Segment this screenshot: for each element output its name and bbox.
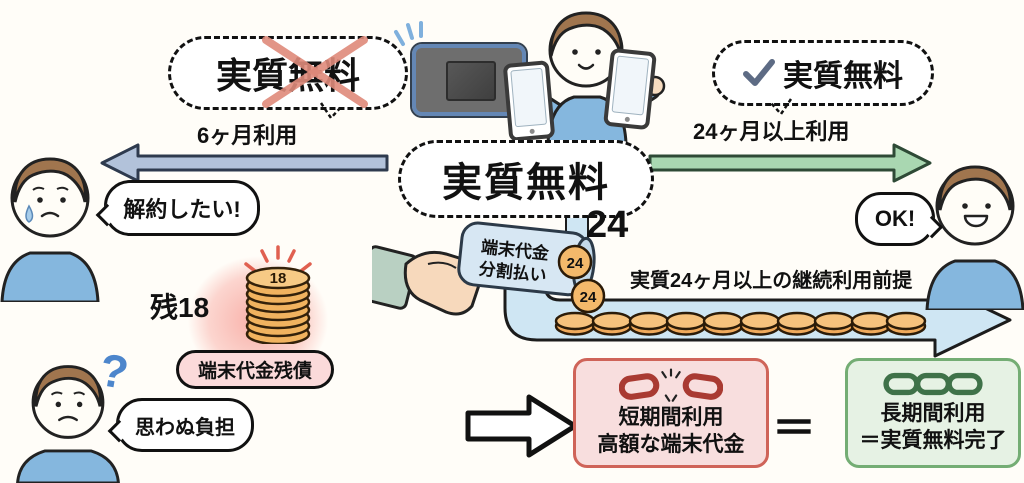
sparkle-icon <box>394 21 423 46</box>
falling-coin-1: 24 <box>557 244 593 280</box>
short-term-line2: 高額な端末代金 <box>597 433 745 457</box>
long-term-box: 長期間利用 ＝実質無料完了 <box>845 358 1021 468</box>
phone-screen <box>510 67 548 128</box>
arrow-left-6months <box>100 143 389 183</box>
right-arrow-label: 24ヶ月以上利用 <box>693 119 850 144</box>
person-happy-right <box>925 165 1024 310</box>
broken-chain-icon <box>619 368 723 402</box>
arrow-right-24months <box>648 143 932 183</box>
long-term-line1: 長期間利用 <box>880 402 986 425</box>
hand-with-jar: 端末代金 分割払い 24 24 <box>372 221 606 316</box>
smartphone-left <box>502 60 556 142</box>
left-arrow-label: 6ヶ月利用 <box>197 123 298 148</box>
coin-top-number: 18 <box>270 270 287 287</box>
big-24-number: 24 <box>586 204 629 246</box>
badge-crossed-free: 実質無料 <box>168 36 408 110</box>
svg-text:24: 24 <box>567 255 584 272</box>
thumb-line <box>427 261 457 269</box>
badge-checked-free: 実質無料 <box>712 40 934 106</box>
short-term-box: 短期間利用 高額な端末代金 <box>573 358 769 468</box>
badge-checked-label: 実質無料 <box>783 60 903 93</box>
chain-icon <box>883 372 983 396</box>
ok-speech-bubble: OK! <box>855 192 935 246</box>
home-button <box>528 128 535 135</box>
tear-icon <box>25 204 34 223</box>
check-icon <box>743 59 775 86</box>
burden-speech-bubble: 思わぬ負担 <box>116 398 254 452</box>
arrow-continuous-payment <box>503 241 1012 358</box>
badge-crossed-tail <box>319 102 342 121</box>
short-term-line1: 短期間利用 <box>618 406 724 429</box>
svg-text:24: 24 <box>580 289 597 306</box>
hair <box>549 11 623 57</box>
phone-screen <box>611 55 650 116</box>
arrow-conclusion <box>465 394 578 458</box>
cancel-speech-bubble: 解約したい! <box>104 180 260 236</box>
router-screen <box>446 61 496 101</box>
equals-sign: ＝ <box>772 404 816 453</box>
remaining-18-label: 残18 <box>150 292 210 323</box>
home-button <box>624 116 630 123</box>
payment-arrow-caption: 実質24ヶ月以上の継続利用前提 <box>630 270 913 292</box>
coin-row <box>554 311 927 336</box>
question-mark: ? <box>95 342 133 400</box>
person-sad-left <box>0 157 100 302</box>
alert-sparks <box>244 245 312 273</box>
long-term-line2: ＝実質無料完了 <box>859 429 1007 453</box>
person-confused <box>16 365 120 483</box>
device-debt-pill: 端末代金残債 <box>176 350 334 389</box>
falling-coin-2: 24 <box>570 278 606 314</box>
cross-icon <box>262 36 368 108</box>
center-free-oval: 実質無料 <box>398 140 654 218</box>
center-free-label: 実質無料 <box>442 161 610 205</box>
open-smile <box>963 214 989 228</box>
coin-stack: 18 <box>244 245 312 344</box>
smartphone-right <box>603 47 657 131</box>
smile <box>577 63 595 70</box>
